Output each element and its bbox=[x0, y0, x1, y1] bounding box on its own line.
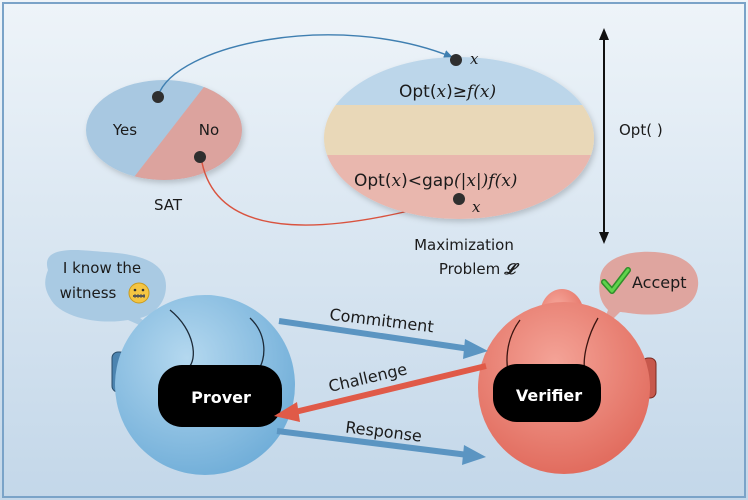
x-bottom-dot bbox=[453, 193, 465, 205]
verifier-visor bbox=[493, 364, 601, 422]
lower-inequality: Opt(x)<gap(|x|)f(x) bbox=[354, 171, 517, 191]
prover-visor bbox=[158, 365, 282, 427]
verifier-bubble-text: Accept bbox=[632, 273, 687, 292]
response-arrow bbox=[276, 428, 486, 465]
zipper-mouth-face-icon bbox=[128, 282, 150, 304]
verifier-label: Verifier bbox=[516, 386, 582, 405]
x-top-label: x bbox=[470, 50, 479, 68]
verifier-robot bbox=[478, 289, 657, 474]
green-checkmark-icon bbox=[601, 267, 631, 294]
prover-bubble-line1: I know the bbox=[63, 259, 141, 277]
opt-axis-arrow-down bbox=[599, 232, 609, 244]
commitment-arrow bbox=[278, 318, 488, 359]
yes-label: Yes bbox=[112, 121, 137, 139]
yes-instance-dot bbox=[152, 91, 164, 103]
opt-axis-label: Opt( ) bbox=[619, 121, 663, 139]
problem-caption-line1: Maximization bbox=[414, 236, 514, 254]
x-top-dot bbox=[450, 54, 462, 66]
no-instance-dot bbox=[194, 151, 206, 163]
yes-mapping-arrow bbox=[157, 34, 453, 97]
prover-label: Prover bbox=[191, 388, 251, 407]
opt-axis-arrow-up bbox=[599, 28, 609, 40]
challenge-arrow bbox=[274, 363, 487, 422]
sat-title: SAT bbox=[154, 196, 183, 214]
upper-inequality: Opt(x)≥f(x) bbox=[399, 82, 496, 102]
prover-bubble-line2: witness bbox=[60, 284, 117, 302]
prover-speech-bubble bbox=[45, 249, 166, 335]
x-bottom-label: x bbox=[472, 198, 481, 216]
prover-robot bbox=[111, 295, 295, 475]
band-gap bbox=[324, 105, 594, 155]
no-label: No bbox=[199, 121, 219, 139]
